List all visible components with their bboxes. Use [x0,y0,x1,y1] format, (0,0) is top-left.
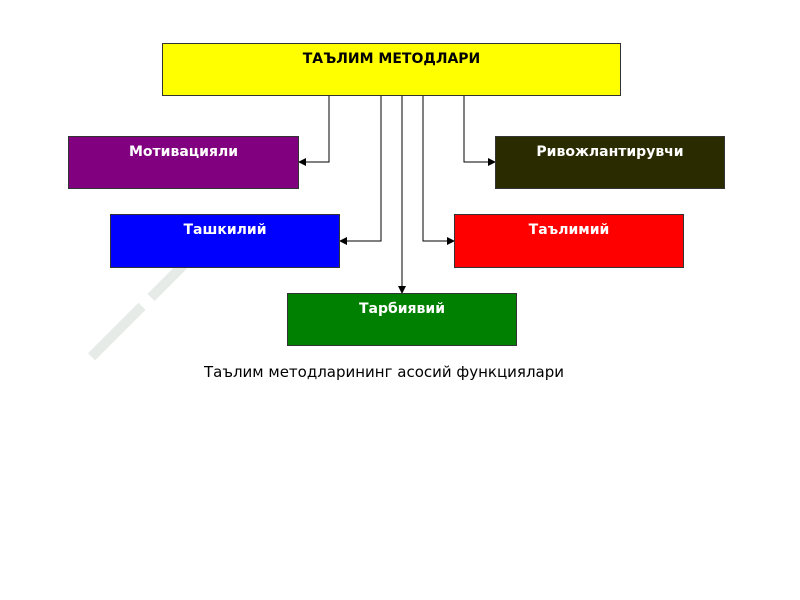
root-node-label: ТАЪЛИМ МЕТОДЛАРИ [302,51,481,67]
node-developing-box: Ривожлантирувчи [495,136,725,189]
root-node-box: ТАЪЛИМ МЕТОДЛАРИ [162,43,621,96]
node-motivation-box: Мотивацияли [68,136,299,189]
connector-educational [422,96,455,245]
connector-organizational [339,96,382,245]
node-organizational-label: Ташкилий [183,222,267,238]
node-upbringing-label: Тарбиявий [358,301,446,317]
node-upbringing-box: Тарбиявий [287,293,517,346]
diagram-caption: Таълим методларининг асосий функциялари [204,363,564,381]
node-organizational-box: Ташкилий [110,214,340,268]
node-educational-label: Таълимий [528,222,610,238]
connector-motivation [298,96,330,166]
node-motivation-label: Мотивацияли [128,144,239,160]
node-developing-label: Ривожлантирувчи [536,144,684,160]
connector-developing [463,96,496,166]
node-educational-box: Таълимий [454,214,684,268]
